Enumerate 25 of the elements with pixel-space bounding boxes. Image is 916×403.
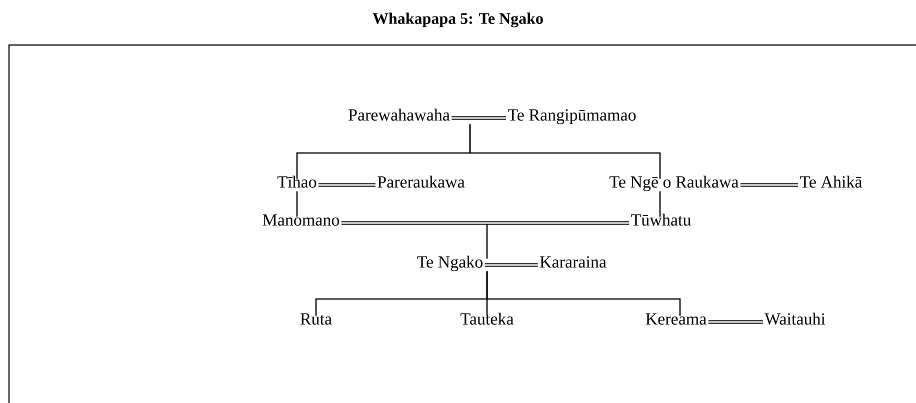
marriage-line [708,320,763,324]
name-label: Kararaina [540,256,606,268]
marriage-line [740,183,798,187]
name-label: Parewahawaha [348,108,450,121]
descent-line [296,191,298,217]
name-label: Ruta [300,313,332,325]
marriage-line [318,183,376,187]
name-label: Waitauhi [764,312,826,325]
name-label: Tūwhatu [631,214,691,226]
name-label: Manomano [262,214,340,226]
name-label: Tīhao [278,176,316,188]
descent-line [486,271,681,316]
marriage-line [484,263,538,267]
name-label: Te Ahikā [800,176,862,188]
name-label: Pareraukawa [378,176,465,188]
marriage-line [341,221,630,225]
descent-line [659,191,661,217]
name-label: Te Ngē o Raukawa [610,176,739,192]
name-label: Te Rangipūmamao [508,109,636,124]
name-label: Te Ngako [417,256,483,272]
marriage-line [452,116,506,120]
name-label: Tauteka [460,312,514,325]
descent-line [469,124,661,179]
name-label: Kereama [646,313,706,325]
title: Whakapapa 5: Te Ngako [372,12,543,28]
